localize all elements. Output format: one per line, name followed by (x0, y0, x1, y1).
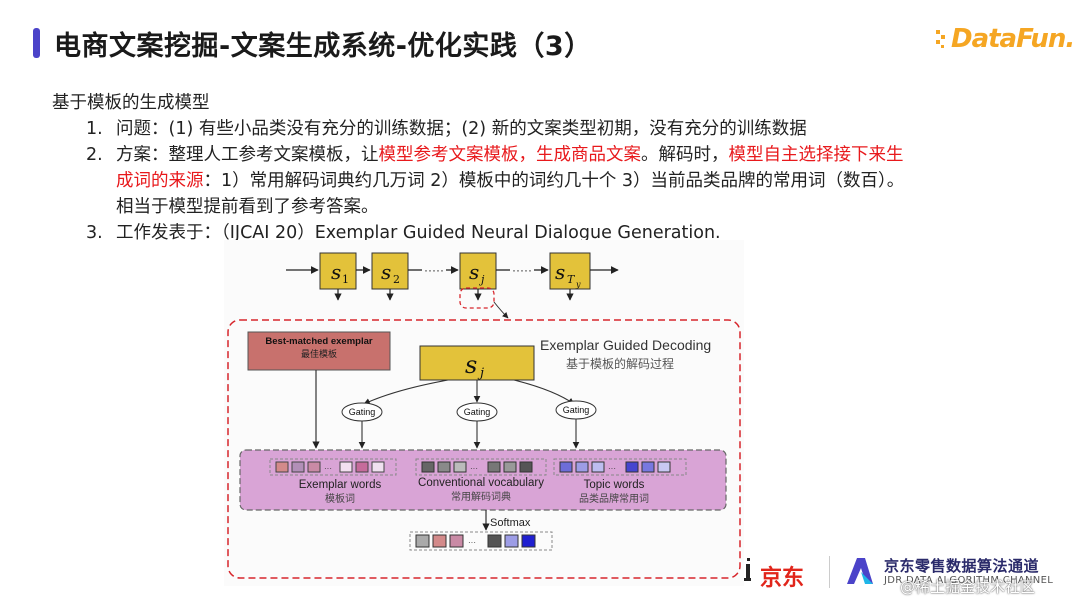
decoding-title: Exemplar Guided Decoding (540, 337, 711, 353)
svg-text:s: s (469, 260, 479, 284)
zoom-marker (459, 287, 495, 309)
list-number: 3. (86, 223, 103, 243)
text-run: ：1）常用解码词典约几万词 2）模板中的词约几十个 3）当前品类品牌的常用词（数… (116, 171, 905, 217)
output-distribution: ··· (409, 531, 553, 551)
decoding-region (227, 319, 741, 579)
gating-curve (363, 379, 449, 405)
zoom-connector (493, 301, 509, 319)
conventional-vocabulary-group: ··· Conventional vocabulary 常用解码词典 (415, 458, 547, 503)
topic-words-label: Topic words (584, 479, 645, 491)
datafun-logo-text: DataFun. (951, 24, 1075, 54)
ellipsis: ····· (424, 263, 444, 277)
state-box-s1: s 1 (319, 252, 357, 290)
list-text: 问题：(1) 有些小品类没有充分的训练数据；(2) 新的文案类型初期，没有充分的… (116, 116, 916, 142)
svg-text:2: 2 (393, 273, 400, 286)
jdr-channel-subtitle: JDR DATA ALGORITHM CHANNEL (884, 575, 1054, 586)
jdr-channel-icon (847, 558, 873, 584)
list-item: 2. 方案：整理人工参考文案模板，让模型参考文案模板，生成商品文案。解码时，模型… (86, 142, 952, 220)
svg-text:1: 1 (342, 273, 349, 286)
svg-text:···: ··· (468, 538, 476, 547)
text-run: 工作发表于：（IJCAI 20）Exemplar Guided Neural D… (116, 223, 721, 243)
gating-label: Gating (464, 407, 491, 417)
conventional-vocabulary-sublabel: 常用解码词典 (451, 490, 511, 503)
svg-text:s: s (465, 351, 477, 379)
datafun-logo (936, 30, 945, 48)
ellipsis: ····· (512, 263, 532, 277)
jdr-channel-name: 京东零售数据算法通道 (884, 557, 1040, 575)
gating-node: Gating (456, 402, 498, 422)
conventional-vocabulary-label: Conventional vocabulary (418, 477, 544, 489)
page-title: 电商文案挖掘-文案生成系统-优化实践（3） (54, 31, 592, 62)
svg-text:···: ··· (324, 464, 332, 473)
decoding-diagram: s 1 s 2 ····· s j ····· s T y (227, 252, 741, 579)
jd-logo-text: 京东 (760, 566, 805, 591)
logo-dots-icon (936, 30, 945, 48)
highlight-text: 模型自主选择接下来生成词的来源 (116, 145, 904, 191)
jd-dog-icon (744, 558, 751, 581)
svg-text:j: j (478, 273, 485, 286)
exemplar-words-sublabel: 模板词 (325, 492, 355, 505)
center-state-sj: s j (419, 345, 535, 381)
svg-text:T: T (567, 273, 576, 286)
topic-words-sublabel: 品类品牌常用词 (579, 492, 649, 505)
list-number: 2. (86, 145, 103, 165)
list-text: 方案：整理人工参考文案模板，让模型参考文案模板，生成商品文案。解码时，模型自主选… (116, 142, 916, 220)
gating-label: Gating (563, 405, 590, 415)
gating-curve (513, 379, 575, 405)
svg-text:j: j (477, 366, 484, 381)
content-body: 基于模板的生成模型 1. 问题：(1) 有些小品类没有充分的训练数据；(2) 新… (52, 90, 952, 246)
softmax-label: Softmax (490, 517, 531, 529)
text-run: 方案：整理人工参考文案模板，让 (116, 145, 379, 165)
svg-text:s: s (331, 260, 341, 284)
content-list: 1. 问题：(1) 有些小品类没有充分的训练数据；(2) 新的文案类型初期，没有… (86, 116, 952, 246)
gating-label: Gating (349, 407, 376, 417)
exemplar-words-group: ··· Exemplar words 模板词 (269, 458, 397, 505)
svg-text:···: ··· (608, 464, 616, 473)
exemplar-title: Best-matched exemplar (265, 336, 372, 347)
footer-divider (829, 556, 830, 588)
list-item: 1. 问题：(1) 有些小品类没有充分的训练数据；(2) 新的文案类型初期，没有… (86, 116, 952, 142)
exemplar-guided-decoding-figure: s 1 s 2 ····· s j ····· s T y (224, 240, 744, 586)
svg-text:s: s (381, 260, 391, 284)
list-text: 工作发表于：（IJCAI 20）Exemplar Guided Neural D… (116, 220, 916, 246)
section-heading: 基于模板的生成模型 (52, 93, 210, 113)
state-box-s2: s 2 (371, 252, 409, 290)
exemplar-subtitle: 最佳模板 (301, 348, 337, 359)
svg-text:s: s (555, 260, 565, 284)
watermark: @稀土掘金技术社区 (900, 578, 1036, 596)
best-matched-exemplar-box: Best-matched exemplar 最佳模板 (247, 331, 391, 371)
list-number: 1. (86, 119, 103, 139)
decoding-subtitle: 基于模板的解码过程 (566, 356, 674, 371)
state-box-sj: s j (459, 252, 497, 290)
gating-node: Gating (555, 400, 597, 420)
highlight-text: 模型参考文案模板，生成商品文案 (378, 145, 642, 165)
text-run: 。解码时， (641, 145, 729, 165)
list-item: 3. 工作发表于：（IJCAI 20）Exemplar Guided Neura… (86, 220, 952, 246)
state-box-sty: s T y (549, 252, 591, 290)
gating-node: Gating (341, 402, 383, 422)
exemplar-words-label: Exemplar words (299, 479, 382, 491)
text-run: 问题：(1) 有些小品类没有充分的训练数据；(2) 新的文案类型初期，没有充分的… (116, 119, 807, 139)
svg-text:y: y (575, 280, 581, 289)
topic-words-group: ··· Topic words 品类品牌常用词 (553, 458, 687, 505)
title-accent-bar (33, 28, 40, 58)
svg-text:···: ··· (470, 464, 478, 473)
